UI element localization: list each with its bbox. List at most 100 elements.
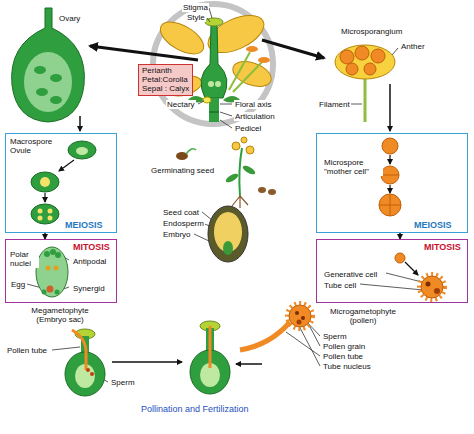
ovary-drawing xyxy=(12,8,85,122)
ovule-drawing xyxy=(38,216,43,221)
box-label: Synergid xyxy=(72,284,106,293)
flower-drawing xyxy=(233,62,262,92)
box-label: Macrospore Ovule xyxy=(9,137,63,155)
ovule-drawing xyxy=(68,141,96,159)
stage-label: MITOSIS xyxy=(72,242,111,252)
part-label: Pollen tube xyxy=(6,346,48,355)
pollination-drawing xyxy=(72,330,86,370)
ovule-drawing xyxy=(48,209,53,214)
ovule-drawing xyxy=(76,147,88,155)
cycle-arrow xyxy=(90,46,198,60)
pollination-drawing xyxy=(209,326,212,368)
box-label: Perianth xyxy=(142,66,189,75)
box-label: Tube cell xyxy=(323,281,357,290)
pollination-drawing xyxy=(301,316,305,320)
seedling-drawing xyxy=(232,142,240,150)
part-label: Style xyxy=(186,13,206,22)
box-label: Sepal : Calyx xyxy=(142,84,189,93)
part-label: Articulation xyxy=(234,112,276,121)
part-label: Floral axis xyxy=(234,100,272,109)
ovary-drawing xyxy=(50,96,62,104)
cycle-arrow xyxy=(44,193,45,202)
pollen-drawing xyxy=(419,274,445,300)
microspore-drawing xyxy=(381,166,399,184)
flower-drawing xyxy=(246,46,258,52)
cycle-arrow xyxy=(389,185,390,193)
part-label: Stigma xyxy=(182,3,209,12)
pollination-drawing xyxy=(297,320,302,325)
cycle-arrow xyxy=(405,262,418,275)
box-label: Generative cell xyxy=(323,270,378,279)
ovary-drawing xyxy=(12,8,85,122)
embryo-sac-drawing xyxy=(55,252,61,258)
flower-drawing xyxy=(258,57,270,63)
embryo-sac-drawing xyxy=(50,249,56,255)
box-label: Antipodal xyxy=(72,257,107,266)
microspore-drawing xyxy=(382,138,398,154)
anther-drawing xyxy=(346,63,358,75)
leader-line xyxy=(350,104,362,105)
flower-drawing xyxy=(201,24,227,98)
cycle-arrow xyxy=(389,155,390,164)
leader-line xyxy=(286,332,320,356)
seedling-drawing xyxy=(186,149,196,154)
part-label: Sperm xyxy=(110,378,136,387)
meiosis-box: Microspore "mother cell" MEIOSIS xyxy=(316,133,468,233)
pollination-drawing xyxy=(65,303,313,396)
part-label: Pollen tube xyxy=(322,352,364,361)
flower-drawing xyxy=(205,18,223,26)
stage-label: MEIOSIS xyxy=(413,220,453,230)
part-label: Microgametophyte (pollen) xyxy=(318,307,408,325)
leader-line xyxy=(220,120,232,128)
stage-label: MITOSIS xyxy=(423,242,462,252)
microspore-drawing xyxy=(381,175,399,176)
leader-line xyxy=(209,8,212,18)
seedling-drawing xyxy=(268,189,276,195)
seedling-drawing xyxy=(258,187,266,193)
part-label: Seed coat xyxy=(162,208,200,217)
section-title: Pollination and Fertilization xyxy=(140,404,250,414)
flower-drawing xyxy=(155,16,209,61)
pollination-drawing xyxy=(289,305,311,327)
embryo-sac-drawing xyxy=(47,286,54,293)
pollination-drawing xyxy=(86,368,90,372)
cycle-arrow xyxy=(59,160,74,171)
embryo-sac-drawing xyxy=(42,290,47,295)
anther-drawing xyxy=(355,46,369,60)
leader-line xyxy=(52,347,80,350)
box-label: Egg xyxy=(10,280,26,289)
mitosis-box: MITOSIS Generative cellTube cell xyxy=(316,239,468,303)
anther-drawing xyxy=(335,45,395,122)
microspore-drawing xyxy=(390,194,391,216)
ovary-drawing xyxy=(36,88,48,96)
part-label: Pollen grain xyxy=(322,342,366,351)
part-label: Microsporangium xyxy=(340,27,403,36)
box-label: Microspore "mother cell" xyxy=(323,158,383,176)
cycle-arrow xyxy=(112,361,182,363)
meiosis-box: Macrospore OvuleMEIOSIS xyxy=(5,133,117,233)
flower-drawing xyxy=(215,81,221,87)
flower-drawing xyxy=(203,97,211,103)
ovary-drawing xyxy=(34,66,46,74)
embryo-sac-drawing xyxy=(36,247,68,297)
leader-line xyxy=(220,104,232,105)
embryo-sac-drawing xyxy=(36,247,68,297)
pollen-drawing xyxy=(421,276,443,298)
perianth-box: PerianthPetal:CorollaSepal : Calyx xyxy=(138,64,193,96)
pollen-drawing xyxy=(434,288,440,294)
embryo-sac-drawing xyxy=(54,266,59,271)
anther-drawing xyxy=(364,79,367,122)
part-label: Sperm xyxy=(322,332,348,341)
anther-drawing xyxy=(340,50,354,64)
pollination-drawing xyxy=(240,322,290,350)
pollination-drawing xyxy=(295,311,299,315)
ovule-drawing xyxy=(48,216,53,221)
cycle-arrow xyxy=(79,116,81,131)
leader-line xyxy=(198,101,204,104)
part-label: Filament xyxy=(318,100,351,109)
part-label: Embryo xyxy=(162,230,192,239)
pollination-drawing xyxy=(287,303,313,329)
flower-drawing xyxy=(208,81,214,87)
